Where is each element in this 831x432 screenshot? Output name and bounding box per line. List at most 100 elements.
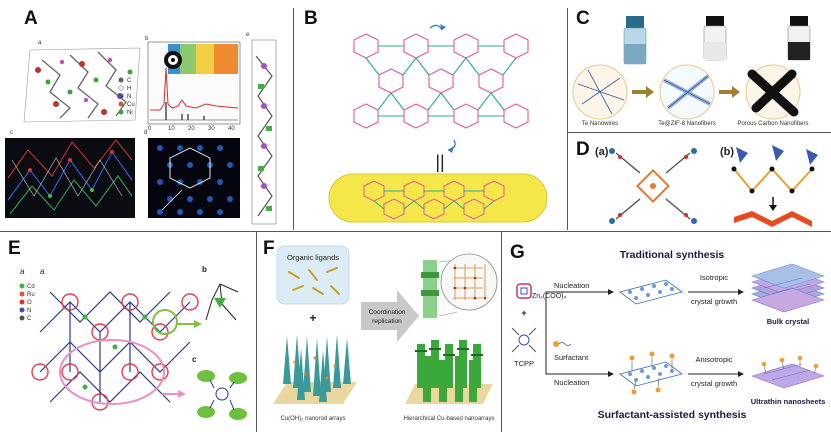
svg-text:a: a bbox=[38, 40, 42, 46]
g-nucleation-top: Nucleation bbox=[554, 281, 589, 290]
c-vial-3 bbox=[787, 16, 811, 61]
panel-c-figure: Te Nanowires Te@ZIF-8 Nanofibers Porous … bbox=[572, 16, 811, 127]
g-plus: + bbox=[521, 308, 526, 318]
panel-e-figure: a a Cd Ru O N C bbox=[19, 265, 247, 420]
panel-c-label: C bbox=[576, 8, 590, 29]
g-isotropic-line1: Isotropic bbox=[700, 273, 729, 282]
panel-g-label: G bbox=[510, 242, 525, 263]
c-vial-2 bbox=[703, 16, 727, 61]
panel-f: F Organic ligands + Cu(OH)₂ nanorod arra… bbox=[257, 232, 500, 432]
e-sub-c: c bbox=[192, 355, 197, 364]
g-bulk-label: Bulk crystal bbox=[767, 317, 810, 326]
svg-text:C: C bbox=[127, 78, 132, 84]
g-surfactant-icon bbox=[553, 341, 572, 347]
svg-text:20: 20 bbox=[188, 126, 195, 132]
d-hexagonal-lattice: d bbox=[144, 130, 240, 218]
c-arrow-1 bbox=[632, 86, 654, 98]
svg-text:C: C bbox=[27, 316, 32, 322]
svg-text:b: b bbox=[145, 36, 149, 42]
g-tcpp-label: TCPP bbox=[514, 359, 534, 368]
svg-text:e: e bbox=[246, 32, 250, 38]
panel-e-label: E bbox=[8, 238, 21, 259]
b-nanotube bbox=[328, 173, 548, 223]
g-ultrathin-nanosheet bbox=[751, 355, 825, 389]
panel-a-label: A bbox=[24, 8, 38, 29]
g-isotropic-line2: crystal growth bbox=[691, 297, 737, 306]
svg-text:10: 10 bbox=[168, 126, 175, 132]
panel-e: E a a Cd Ru O N C bbox=[0, 232, 255, 432]
svg-text:Cd: Cd bbox=[27, 284, 35, 290]
g-zn-label: Zn₂(COO)₄ bbox=[532, 293, 566, 300]
g-anisotropic-line2: crystal growth bbox=[691, 379, 737, 388]
g-tcpp-icon bbox=[511, 327, 537, 353]
e-detail-c bbox=[197, 370, 247, 420]
e-green-circle bbox=[152, 309, 178, 335]
panel-g: G Traditional synthesis Zn₂(COO)₄ + TCPP… bbox=[502, 232, 831, 432]
d-zigzag-chains bbox=[731, 145, 818, 227]
f-arrow-line1: Coordination bbox=[369, 309, 406, 316]
f-ligands-label: Organic ligands bbox=[287, 253, 339, 262]
f-caption-left: Cu(OH)₂ nanorod arrays bbox=[280, 416, 345, 422]
e-axis-a1: a bbox=[20, 267, 25, 276]
svg-text:40: 40 bbox=[228, 126, 235, 132]
g-anisotropic-line1: Anisotropic bbox=[695, 355, 732, 364]
svg-text:d: d bbox=[144, 130, 147, 136]
svg-text:0: 0 bbox=[148, 126, 152, 132]
f-mof-cube bbox=[440, 253, 498, 311]
g-bottom-nuclei bbox=[619, 351, 683, 395]
panel-f-figure: Organic ligands + Cu(OH)₂ nanorod arrays… bbox=[273, 245, 498, 422]
d-sub-a: (a) bbox=[595, 146, 609, 158]
svg-text:c: c bbox=[10, 130, 13, 136]
e-axis-a2: a bbox=[40, 267, 45, 276]
panel-d-figure: (a) (b) bbox=[595, 145, 818, 227]
g-surfactant-label: Surfactant bbox=[554, 353, 589, 362]
f-arrow-line2: replication bbox=[372, 318, 402, 325]
c-vial-1 bbox=[623, 16, 647, 65]
c-caption-2: Te@ZIF-8 Nanofibers bbox=[658, 121, 715, 127]
e-framework-structure bbox=[31, 291, 199, 411]
panel-b: B bbox=[294, 0, 566, 230]
c-nanowires bbox=[572, 64, 628, 120]
c-caption-3: Porous Carbon Nanofibers bbox=[737, 121, 808, 127]
svg-text:H: H bbox=[127, 86, 131, 92]
g-nucleation-bottom: Nucleation bbox=[554, 378, 589, 387]
f-caption-right: Hierarchical Cu-based nanoarrays bbox=[403, 416, 494, 422]
b-2d-framework bbox=[353, 24, 529, 153]
svg-text:Ru: Ru bbox=[27, 292, 35, 298]
svg-text:N: N bbox=[27, 308, 31, 314]
g-ultrathin-label: Ultrathin nanosheets bbox=[751, 397, 826, 406]
svg-text:Cu: Cu bbox=[127, 102, 135, 108]
c-carbon-fibers bbox=[745, 64, 801, 120]
panel-c: C bbox=[568, 0, 831, 131]
g-top-nuclei bbox=[619, 279, 683, 305]
f-coordination-arrow: Coordination replication bbox=[361, 290, 419, 342]
divider-top-bottom bbox=[0, 231, 831, 232]
divider-c-d bbox=[567, 132, 831, 133]
e-column-structure: e bbox=[246, 32, 277, 225]
g-bulk-crystal bbox=[751, 263, 825, 313]
a-atom-legend: C H N Cu Ni bbox=[118, 77, 135, 116]
g-assisted-title: Surfactant-assisted synthesis bbox=[598, 409, 747, 421]
d-porphyrin-unit bbox=[609, 148, 697, 224]
b-equal-sign: || bbox=[435, 152, 444, 172]
panel-b-label: B bbox=[304, 8, 318, 29]
f-hierarchical-nanoarrays bbox=[405, 253, 498, 404]
e-detail-b bbox=[205, 283, 239, 321]
panel-d-label: D bbox=[576, 139, 590, 160]
panel-a: A a C H N Cu Ni b bbox=[0, 0, 292, 230]
divider-b-c bbox=[567, 8, 568, 230]
panel-d: D (a) (b) bbox=[568, 133, 831, 230]
svg-text:Ni: Ni bbox=[127, 110, 133, 116]
svg-text:N: N bbox=[127, 94, 131, 100]
f-plus: + bbox=[309, 311, 316, 325]
d-sub-b: (b) bbox=[720, 146, 734, 158]
f-nanorod-arrays bbox=[273, 334, 357, 404]
c-arrow-2 bbox=[719, 86, 740, 98]
g-zn-cluster-icon bbox=[516, 283, 532, 299]
c-caption-1: Te Nanowires bbox=[582, 121, 618, 127]
c-nanofibers bbox=[659, 64, 715, 120]
svg-text:O: O bbox=[27, 300, 32, 306]
e-sub-b: b bbox=[202, 265, 207, 274]
panel-a-figure: a C H N Cu Ni b bbox=[5, 32, 277, 225]
